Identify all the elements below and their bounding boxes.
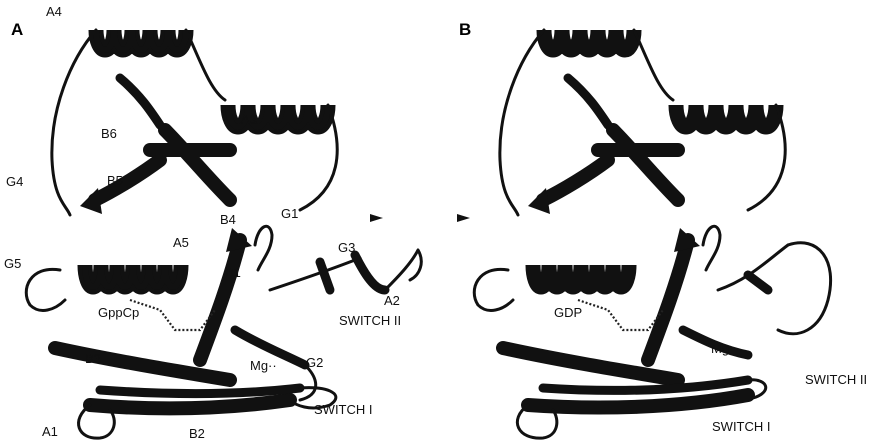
label-switch-i-b: SWITCH I [712,419,771,434]
label-ligand-gppcp: GppCp [98,305,139,320]
panel-b: B GDP Mg·· SWITCH II SWITCH I [457,20,867,438]
label-g2: G2 [306,355,323,370]
label-a3: A3 [241,112,257,127]
label-a5: A5 [173,235,189,250]
label-b3: B3 [85,351,101,366]
label-a1: A1 [42,424,58,439]
label-b4: B4 [220,212,236,227]
label-switch-ii-b: SWITCH II [805,372,867,387]
panel-a-ribbon [26,30,421,438]
label-g3: G3 [338,240,355,255]
label-b2: B2 [189,426,205,441]
label-b6: B6 [101,126,117,141]
label-a4: A4 [46,4,62,19]
panel-b-arrow-pointer [457,214,470,222]
label-g5: G5 [4,256,21,271]
label-ligand-gdp: GDP [554,305,582,320]
label-switch-ii-a: SWITCH II [339,313,401,328]
panel-a: A A4 A3 B6 G4 B5 B4 G1 G3 A5 G5 B1 A2 Gp… [4,4,421,441]
label-g1: G1 [281,206,298,221]
panel-letter-a: A [11,20,23,39]
label-mg-b: Mg·· [711,341,738,356]
label-g4: G4 [6,174,23,189]
panel-letter-b: B [459,20,471,39]
panel-a-arrow-pointer [370,214,383,222]
label-switch-i-a: SWITCH I [314,402,373,417]
label-b5: B5 [107,173,123,188]
label-mg-a: Mg·· [250,358,277,373]
label-a2: A2 [384,293,400,308]
label-b1: B1 [225,265,241,280]
